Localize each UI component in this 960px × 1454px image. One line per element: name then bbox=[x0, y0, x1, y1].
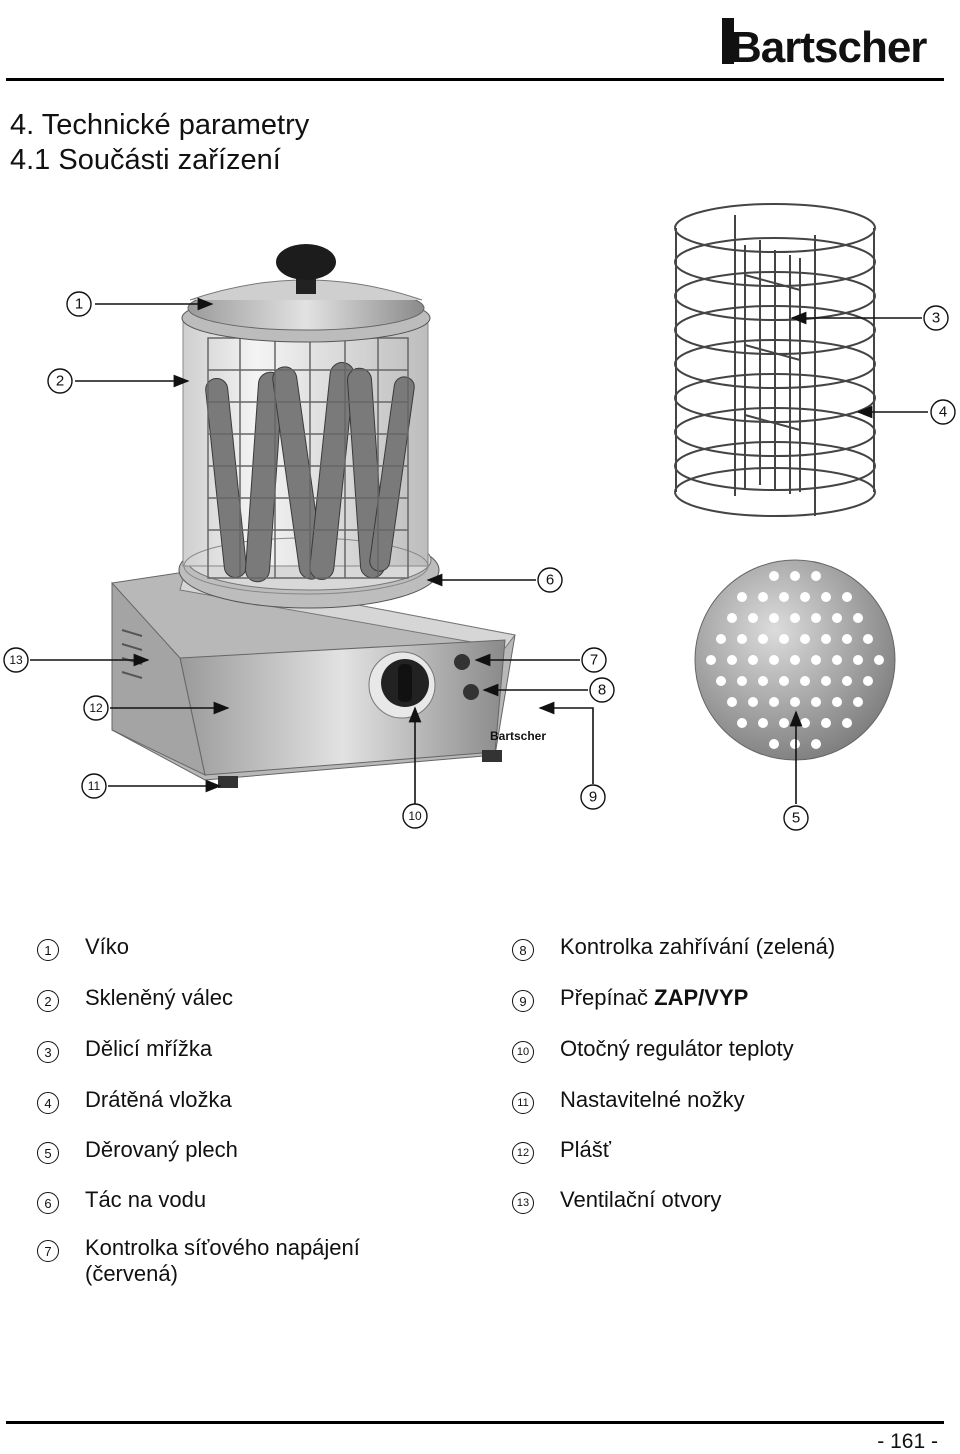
bartscher-logo: Bartscher bbox=[722, 18, 928, 72]
svg-text:6: 6 bbox=[546, 572, 554, 589]
legend-item: 11 Nastavitelné nožky bbox=[512, 1087, 960, 1114]
legend-text: Kontrolka síťového napájení (červená) bbox=[85, 1235, 360, 1286]
svg-text:3: 3 bbox=[932, 310, 940, 327]
svg-text:7: 7 bbox=[590, 652, 598, 669]
page-number: - 161 - bbox=[877, 1430, 938, 1453]
callout-3: 3 bbox=[923, 305, 949, 331]
svg-text:9: 9 bbox=[589, 789, 597, 806]
appliance-logo-text: Bartscher bbox=[490, 729, 546, 743]
svg-text:1: 1 bbox=[75, 296, 83, 313]
legend-item: 13 Ventilační otvory bbox=[512, 1187, 960, 1214]
legend-number: 3 bbox=[37, 1041, 59, 1063]
wire-cage-drawing bbox=[674, 203, 876, 517]
legend-number: 9 bbox=[512, 990, 534, 1012]
legend-number: 4 bbox=[37, 1092, 59, 1114]
legend-item: 6 Tác na vodu bbox=[37, 1187, 425, 1214]
callout-9: 9 bbox=[580, 784, 606, 810]
callout-12: 12 bbox=[83, 695, 109, 721]
callout-11: 11 bbox=[81, 773, 107, 799]
callout-13: 13 bbox=[3, 647, 29, 673]
legend-text-prefix: Přepínač bbox=[560, 985, 655, 1010]
legend-item: 4 Drátěná vložka bbox=[37, 1087, 425, 1114]
legend-item: 3 Dělicí mřížka bbox=[37, 1036, 425, 1063]
legend-text: Drátěná vložka bbox=[85, 1087, 232, 1112]
legend-text: Ventilační otvory bbox=[560, 1187, 722, 1212]
legend-number: 5 bbox=[37, 1142, 59, 1164]
legend-number: 10 bbox=[512, 1041, 534, 1063]
callout-4: 4 bbox=[930, 399, 956, 425]
callout-7: 7 bbox=[581, 647, 607, 673]
legend-text: Plášť bbox=[560, 1137, 612, 1162]
callout-5: 5 bbox=[783, 805, 809, 831]
callout-6: 6 bbox=[537, 567, 563, 593]
svg-text:5: 5 bbox=[792, 810, 800, 827]
legend-item: 5 Děrovaný plech bbox=[37, 1137, 425, 1164]
device-parts-figure: Bartscher bbox=[3, 203, 956, 831]
svg-text:13: 13 bbox=[9, 653, 23, 667]
legend-item: 2 Skleněný válec bbox=[37, 985, 425, 1012]
legend-text: Přepínač ZAP/VYP bbox=[560, 985, 960, 1011]
legend-text: Víko bbox=[85, 934, 130, 959]
legend-number: 6 bbox=[37, 1192, 59, 1214]
legend-number: 8 bbox=[512, 939, 534, 961]
svg-text:4: 4 bbox=[939, 404, 947, 421]
legend-item: 9 Přepínač ZAP/VYP bbox=[512, 985, 960, 1012]
legend-number: 1 bbox=[37, 939, 59, 961]
legend-number: 7 bbox=[37, 1240, 59, 1262]
legend-item: 10 Otočný regulátor teploty bbox=[512, 1036, 960, 1063]
legend-item: 8 Kontrolka zahřívání (zelená) bbox=[512, 934, 960, 961]
callout-8: 8 bbox=[589, 677, 615, 703]
legend-item: 7 Kontrolka síťového napájení (červená) bbox=[37, 1235, 415, 1287]
logo-text: Bartscher bbox=[730, 23, 927, 72]
callout-10: 10 bbox=[402, 803, 428, 829]
legend-text: Kontrolka zahřívání (zelená) bbox=[560, 934, 836, 959]
legend-number: 12 bbox=[512, 1142, 534, 1164]
legend-number: 2 bbox=[37, 990, 59, 1012]
legend-number: 13 bbox=[512, 1192, 534, 1214]
legend-text: Nastavitelné nožky bbox=[560, 1087, 745, 1112]
section-subtitle: 4.1 Součásti zařízení bbox=[10, 144, 281, 176]
legend-text: Skleněný válec bbox=[85, 985, 233, 1010]
svg-text:8: 8 bbox=[598, 682, 606, 699]
legend-text: Dělicí mřížka bbox=[85, 1036, 213, 1061]
callout-1: 1 bbox=[66, 291, 92, 317]
hotdog-warmer-drawing: Bartscher bbox=[111, 244, 546, 788]
callout-markers: 1 2 3 4 5 6 7 8 9 10 11 12 13 bbox=[3, 291, 956, 831]
legend-item: 12 Plášť bbox=[512, 1137, 960, 1164]
legend-text: Děrovaný plech bbox=[85, 1137, 238, 1162]
svg-text:10: 10 bbox=[408, 809, 422, 823]
legend-text-bold: ZAP/VYP bbox=[654, 985, 749, 1010]
svg-text:12: 12 bbox=[89, 701, 103, 715]
section-title: 4. Technické parametry bbox=[10, 109, 310, 141]
perforated-plate-drawing bbox=[694, 559, 896, 761]
legend-text: Otočný regulátor teploty bbox=[560, 1036, 794, 1061]
svg-text:11: 11 bbox=[88, 779, 101, 793]
header-rule bbox=[6, 78, 944, 81]
callout-2: 2 bbox=[47, 368, 73, 394]
svg-text:2: 2 bbox=[56, 373, 64, 390]
legend-number: 11 bbox=[512, 1092, 534, 1114]
legend-item: 1 Víko bbox=[37, 934, 425, 961]
footer-rule bbox=[6, 1421, 944, 1424]
legend-text: Tác na vodu bbox=[85, 1187, 207, 1212]
